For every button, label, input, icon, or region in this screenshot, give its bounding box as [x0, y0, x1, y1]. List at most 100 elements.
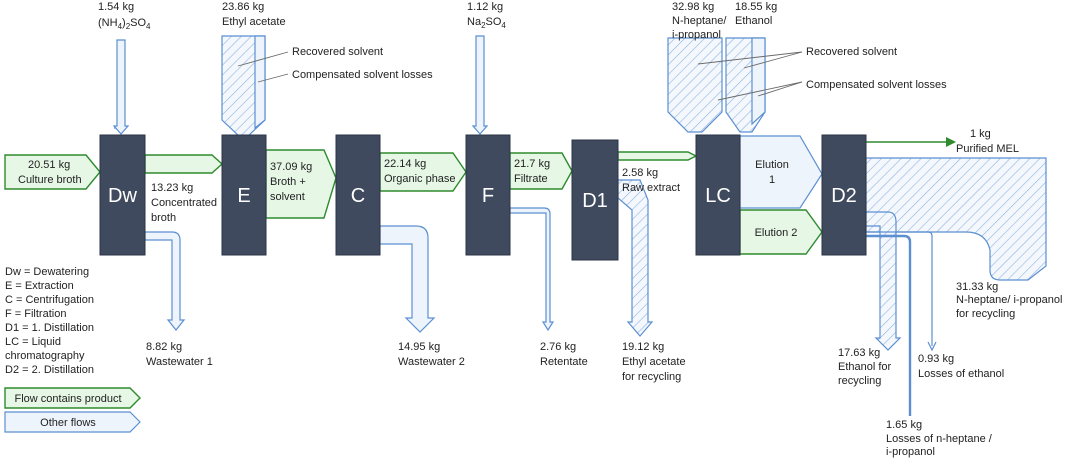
ethyl-acetate-recycle-mass: 19.12 kg [622, 341, 664, 353]
concentrated-broth-line1: Concentrated [151, 197, 217, 209]
raw-extract-mass: 2.58 kg [622, 167, 658, 179]
compensated-losses-pointer-2b [757, 81, 803, 97]
wastewater-1-mass: 8.82 kg [146, 341, 182, 353]
ethanol-loss-mass: 0.93 kg [918, 353, 954, 365]
heptane-input-line2: i-propanol [672, 29, 721, 41]
recovered-solvent-pointer-1 [237, 51, 289, 67]
ethanol-loss-label: Losses of ethanol [918, 368, 1004, 380]
ethanol-input-mass: 18.55 kg [735, 1, 777, 13]
heptane-input-mass: 32.98 kg [672, 1, 714, 13]
ethanol-recycle-mass: 17.63 kg [838, 347, 880, 359]
filtrate-mass: 21.7 kg [514, 158, 550, 170]
heptane-recycle-line2: for recycling [956, 308, 1015, 320]
unit-distillation-2: D2 [821, 134, 867, 256]
heptane-loss-line2: i-propanol [886, 446, 935, 458]
legend-product-label: Flow contains product [15, 393, 122, 405]
sodium-sulfate-mass: 1.12 kg [467, 1, 503, 13]
purified-mel-flow [866, 137, 956, 147]
unit-filtration: F [465, 134, 511, 256]
heptane-input-line1: N-heptane/ [672, 15, 727, 27]
heptane-recycle-line1: N-heptane/ i-propanol [956, 294, 1062, 306]
legend-abbrev-5: LC = Liquid [5, 336, 61, 348]
organic-phase-label: Organic phase [384, 173, 456, 185]
wastewater-1-flow [144, 231, 186, 331]
ethyl-acetate-input-mass: 23.86 kg [222, 1, 264, 13]
raw-extract-label: Raw extract [622, 182, 680, 194]
concentrated-broth-flow [144, 154, 224, 174]
ethanol-input-label: Ethanol [735, 15, 772, 27]
unit-f-label: F [482, 185, 494, 207]
ethanol-recycle-flow [865, 211, 902, 351]
legend-other-swatch [4, 411, 141, 433]
ethyl-acetate-input-label: Ethyl acetate [222, 16, 286, 28]
retentate-label: Retentate [540, 356, 588, 368]
abbreviation-legend: Dw = Dewatering E = Extraction C = Centr… [5, 266, 94, 376]
wastewater-1-label: Wastewater 1 [146, 356, 213, 368]
unit-dewatering: Dw [99, 134, 146, 256]
elution-1-flow [739, 135, 823, 209]
flow-type-legend: Flow contains product Other flows [4, 387, 141, 433]
legend-abbrev-6: chromatography [5, 350, 85, 362]
heptane-loss-line1: Losses of n-heptane / [886, 433, 993, 445]
compensated-losses-label-2: Compensated solvent losses [806, 79, 947, 91]
compensated-losses-pointer-2a [717, 81, 803, 101]
legend-abbrev-2: C = Centrifugation [5, 294, 94, 306]
culture-broth-flow [4, 154, 101, 190]
heptane-loss-mass: 1.65 kg [886, 419, 922, 431]
legend-abbrev-3: F = Filtration [5, 308, 66, 320]
heptane-loss-flow [866, 234, 912, 416]
concentrated-broth-line2: broth [151, 212, 176, 224]
unit-d2-label: D2 [831, 185, 857, 207]
organic-phase-mass: 22.14 kg [384, 158, 426, 170]
legend-abbrev-4: D1 = 1. Distillation [5, 322, 94, 334]
unit-distillation-1: D1 [571, 139, 619, 261]
heptane-input-funnel [667, 37, 723, 133]
heptane-recycle-flow [865, 157, 1047, 281]
unit-lc-label: LC [705, 185, 731, 207]
legend-other-label: Other flows [40, 417, 96, 429]
unit-dw-label: Dw [108, 185, 137, 207]
ethanol-recycle-line2: recycling [838, 375, 881, 387]
retentate-mass: 2.76 kg [540, 341, 576, 353]
raw-extract-flow [617, 151, 698, 161]
elution-2-label: Elution 2 [755, 227, 798, 239]
wastewater-2-mass: 14.95 kg [398, 341, 440, 353]
ethanol-loss-flow [866, 231, 937, 352]
broth-solvent-line2: solvent [270, 191, 305, 203]
ethyl-acetate-recycle-line1: Ethyl acetate [622, 356, 686, 368]
heptane-recycle-mass: 31.33 kg [956, 281, 998, 293]
filtrate-label: Filtrate [514, 173, 548, 185]
elution-1-line2: 1 [769, 174, 775, 186]
wastewater-2-label: Wastewater 2 [398, 356, 465, 368]
broth-solvent-mass: 37.09 kg [270, 161, 312, 173]
purified-mel-label: Purified MEL [956, 143, 1019, 155]
legend-abbrev-1: E = Extraction [5, 280, 74, 292]
culture-broth-label: Culture broth [18, 174, 82, 186]
compensated-losses-pointer-1 [257, 73, 289, 83]
culture-broth-mass: 20.51 kg [28, 159, 70, 171]
purified-mel-mass: 1 kg [970, 128, 991, 140]
ethyl-acetate-input-funnel [221, 35, 266, 137]
unit-centrifugation: C [335, 134, 381, 256]
broth-solvent-line1: Broth + [270, 176, 306, 188]
legend-product-swatch [4, 387, 141, 409]
ethanol-input-funnel [725, 37, 766, 133]
wastewater-2-flow [379, 225, 436, 333]
elution-1-line1: Elution [755, 159, 789, 171]
unit-e-label: E [237, 185, 250, 207]
legend-abbrev-0: Dw = Dewatering [5, 266, 89, 278]
ammonium-sulfate-mass: 1.54 kg [98, 1, 134, 13]
unit-extraction: E [221, 134, 267, 256]
unit-c-label: C [351, 185, 365, 207]
sodium-sulfate-input-flow [471, 35, 489, 135]
ammonium-sulfate-formula: (NH4)2SO4 [98, 17, 151, 31]
unit-liquid-chromatography: LC [695, 134, 741, 256]
compensated-losses-label-1: Compensated solvent losses [292, 69, 433, 81]
ethanol-recycle-line1: Ethanol for [838, 361, 892, 373]
recovered-solvent-pointer-2a [697, 51, 803, 65]
recovered-solvent-pointer-2b [743, 51, 803, 69]
ammonium-sulfate-input-flow [112, 39, 130, 135]
retentate-flow [509, 207, 555, 332]
ethyl-acetate-recycle-line2: for recycling [622, 371, 681, 383]
